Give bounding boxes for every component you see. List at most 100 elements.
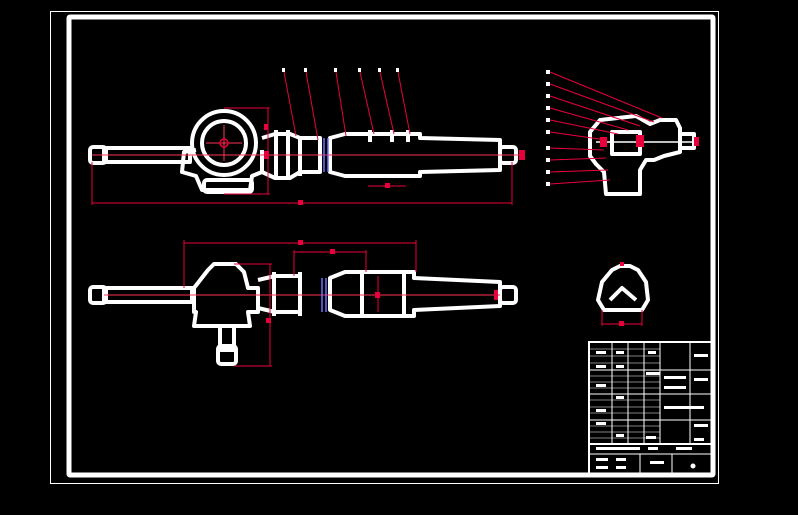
pinion-center-mark [219, 138, 229, 148]
text-mark [596, 365, 606, 368]
front-view-callouts [282, 68, 399, 72]
text-mark [596, 466, 608, 469]
right-tie-rod-end-top [498, 285, 518, 305]
side-marker [694, 137, 699, 146]
boot-ribs-top [272, 272, 302, 316]
housing-lower-body [180, 148, 264, 192]
power-cylinder-top [328, 270, 502, 318]
section-core [608, 286, 638, 302]
part-callout [546, 170, 550, 174]
text-mark [694, 438, 704, 441]
side-port [680, 132, 696, 150]
dimension-marker [330, 249, 335, 254]
pinion-housing-inner [200, 119, 248, 167]
dimension-marker [620, 262, 624, 266]
side-valve-body [610, 130, 642, 156]
text-mark [616, 458, 626, 461]
leader-line [549, 131, 607, 141]
dimension-marker [298, 200, 303, 205]
leader-line [549, 179, 611, 185]
part-callout [378, 68, 381, 72]
leader-line [359, 71, 375, 135]
section-view [596, 264, 650, 312]
power-cylinder [328, 132, 502, 178]
part-callout [282, 68, 285, 72]
leader-line [549, 71, 663, 119]
dimension-marker [375, 292, 380, 298]
text-mark [664, 406, 704, 409]
part-callout [396, 68, 399, 72]
dimension-marker [494, 290, 498, 300]
text-mark [694, 378, 708, 381]
outer-sheet-border [50, 11, 719, 484]
cylinder-rings [368, 130, 410, 142]
dimension-marker [264, 151, 269, 159]
text-mark [596, 447, 640, 450]
dimension-marker [264, 124, 268, 130]
text-mark [596, 458, 608, 461]
leader-line [549, 169, 609, 173]
leader-line [283, 71, 297, 137]
input-shaft-spline [216, 344, 238, 366]
leader-line [549, 147, 605, 151]
front-view-accent [323, 138, 329, 172]
text-mark [596, 351, 606, 354]
valve-housing-top [192, 262, 260, 328]
title-block-fine-rows [589, 348, 660, 439]
dimension-marker [385, 183, 390, 188]
text-mark [596, 384, 606, 387]
cylinder-band-top [360, 272, 406, 316]
section-outline [596, 264, 650, 312]
leader-line [379, 71, 395, 135]
part-callout [546, 182, 550, 186]
leader-line [549, 157, 607, 161]
title-block-border [588, 341, 714, 476]
dimension-marker [619, 321, 624, 326]
part-callout [334, 68, 337, 72]
title-block [588, 341, 714, 476]
text-mark [596, 422, 606, 425]
text-mark [648, 447, 658, 450]
text-mark [694, 354, 708, 357]
part-callout [304, 68, 307, 72]
leader-line [549, 107, 629, 131]
center-rack-section [261, 132, 322, 180]
title-block-text-marks [596, 351, 708, 469]
side-marker [636, 135, 644, 147]
front-view-leaders [283, 71, 411, 141]
text-mark [616, 351, 624, 354]
center-section-top [257, 274, 302, 314]
side-view-leaders [549, 71, 663, 185]
text-mark [664, 386, 686, 389]
leader-line [549, 95, 641, 127]
side-view-markers [600, 135, 699, 147]
text-mark [596, 409, 606, 412]
text-mark [664, 376, 686, 379]
text-mark [648, 351, 656, 354]
part-callout [546, 106, 550, 110]
text-mark [616, 434, 624, 437]
text-mark [694, 424, 708, 427]
part-callout [546, 130, 550, 134]
text-mark [616, 466, 626, 469]
front-view-dimensions [91, 107, 525, 205]
part-callout [358, 68, 361, 72]
dimension-marker [519, 150, 525, 160]
leader-line [335, 71, 347, 137]
leader-line [549, 83, 655, 123]
top-view-accent [321, 278, 327, 312]
drawing-frame [66, 14, 716, 478]
text-mark [616, 396, 624, 399]
part-callout [546, 118, 550, 122]
input-shaft-top [218, 326, 236, 352]
part-callout [546, 70, 550, 74]
leader-line [305, 71, 319, 141]
text-mark [646, 436, 656, 439]
text-mark [646, 372, 660, 375]
side-marker [600, 137, 607, 147]
housing-mounting-foot [202, 178, 254, 194]
top-view [88, 262, 518, 366]
front-view [88, 109, 518, 194]
leader-line [397, 71, 411, 135]
